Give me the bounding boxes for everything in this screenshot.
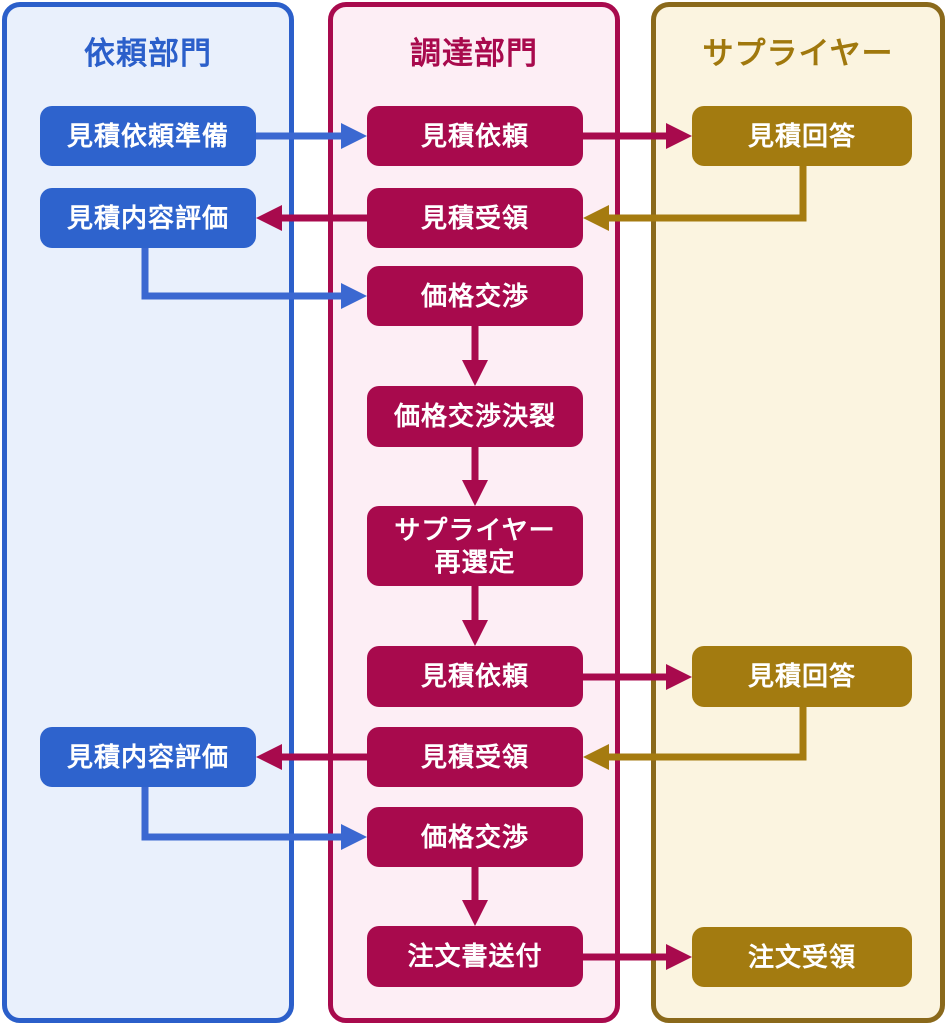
node-order-receipt: 注文受領: [692, 927, 912, 987]
node-quote-content-evaluation-1: 見積内容評価: [40, 188, 256, 248]
lane-title-procurement-department: 調達部門: [410, 36, 538, 71]
node-price-negotiation-2: 価格交渉: [367, 807, 583, 867]
node-quote-reply-2: 見積回答: [692, 646, 912, 707]
node-quote-receipt-1: 見積受領: [367, 188, 583, 248]
node-quote-request-2: 見積依頼: [367, 646, 583, 707]
node-quote-request-preparation: 見積依頼準備: [40, 106, 256, 166]
node-quote-request-1: 見積依頼: [367, 106, 583, 166]
lane-request-department: [2, 2, 294, 1023]
node-price-negotiation-breakdown: 価格交渉決裂: [367, 386, 583, 447]
node-quote-receipt-2: 見積受領: [367, 727, 583, 787]
lane-title-request-department: 依頼部門: [84, 36, 212, 71]
node-quote-content-evaluation-2: 見積内容評価: [40, 727, 256, 787]
node-supplier-reselection: サプライヤー 再選定: [367, 506, 583, 586]
node-purchase-order-send: 注文書送付: [367, 926, 583, 987]
node-price-negotiation-1: 価格交渉: [367, 266, 583, 326]
lane-title-supplier: サプライヤー: [702, 36, 894, 71]
node-quote-reply-1: 見積回答: [692, 106, 912, 166]
